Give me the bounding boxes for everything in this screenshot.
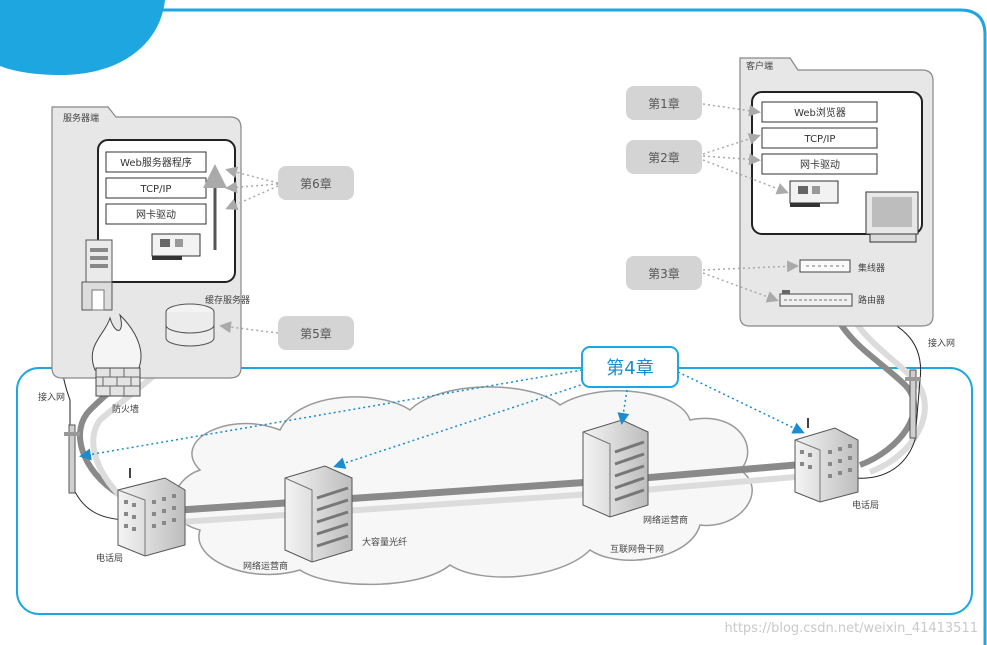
server-nic-card [151, 233, 201, 260]
router-label: 路由器 [858, 294, 885, 306]
backbone-label: 互联网骨干网 [610, 544, 664, 555]
cache-server-icon [165, 303, 215, 347]
client-layer-tcpip: TCP/IP [804, 134, 836, 145]
client-nic-card [789, 180, 839, 207]
telco-office-left-label: 电话局 [96, 552, 123, 564]
chapter-1-callout[interactable]: 第1章 [626, 86, 702, 120]
isp-right-building-icon [582, 419, 649, 518]
chapter-5-label: 第5章 [300, 326, 332, 341]
server-panel: 服务器端 Web服务器程序 TCP/IP 网卡驱动 [51, 106, 250, 379]
chapter-3-callout[interactable]: 第3章 [626, 256, 702, 290]
isp-left-label: 网络运营商 [243, 560, 288, 572]
firewall-icon [91, 313, 142, 397]
chapter-2-callout[interactable]: 第2章 [626, 140, 702, 174]
chapter-5-callout[interactable]: 第5章 [278, 316, 354, 350]
chapter-3-label: 第3章 [648, 266, 680, 281]
chapter-4-label: 第4章 [606, 358, 653, 379]
hub-icon [799, 259, 851, 273]
isp-left-building-icon [284, 465, 353, 563]
server-layer-app: Web服务器程序 [120, 156, 192, 169]
fiber-label: 大容量光纤 [362, 536, 407, 548]
hub-label: 集线器 [858, 262, 885, 274]
access-network-right-label: 接入网 [928, 337, 955, 349]
access-network-left-label: 接入网 [38, 391, 65, 403]
isp-right-label: 网络运营商 [643, 514, 688, 526]
chapter-4-callout[interactable]: 第4章 [581, 346, 679, 388]
internet-region-frame [16, 367, 973, 615]
chapter-2-label: 第2章 [648, 150, 680, 165]
chapter-4-connectors [79, 369, 805, 469]
watermark-text: https://blog.csdn.net/weixin_41413511 [724, 621, 978, 636]
cache-server-label: 缓存服务器 [205, 294, 250, 306]
server-tower-icon [81, 239, 113, 311]
router-icon [779, 290, 853, 307]
chapter-6-callout[interactable]: 第6章 [278, 166, 354, 200]
chapter-connectors [219, 103, 799, 334]
firewall-label: 防火墙 [112, 403, 139, 415]
client-panel: 客户端 Web浏览器 TCP/IP 网卡驱动 集线器 [739, 57, 934, 327]
server-title: 服务器端 [63, 112, 99, 124]
utility-pole-left [64, 424, 80, 494]
telco-office-right-icon [794, 418, 859, 503]
chapter-1-label: 第1章 [648, 96, 680, 111]
telco-office-right-label: 电话局 [852, 499, 879, 511]
server-layer-tcpip: TCP/IP [140, 184, 172, 195]
telco-office-left-icon [117, 468, 186, 557]
utility-pole-right [905, 369, 921, 439]
client-layer-nic-driver: 网卡驱动 [800, 158, 840, 171]
client-title: 客户端 [746, 60, 773, 72]
server-layer-nic-driver: 网卡驱动 [136, 208, 176, 221]
client-layer-app: Web浏览器 [794, 106, 846, 119]
chapter-6-label: 第6章 [300, 176, 332, 191]
client-monitor-icon [865, 191, 919, 243]
